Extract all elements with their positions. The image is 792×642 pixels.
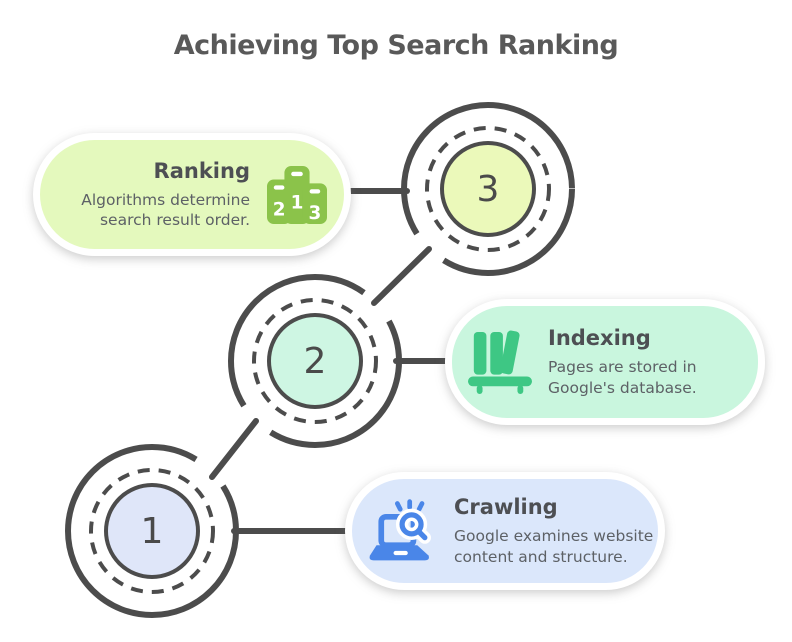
step1-number: 1 <box>140 510 164 552</box>
step1-inner-circle <box>104 483 200 579</box>
card-indexing: Indexing Pages are stored in Google's da… <box>445 299 765 425</box>
connector-lines <box>209 188 451 534</box>
card-crawling: Crawling Google examines website content… <box>345 472 665 590</box>
step3-number: 3 <box>476 168 500 210</box>
crawling-card-title: Crawling <box>454 495 558 520</box>
indexing-card-title: Indexing <box>548 326 651 351</box>
connector-circle3-to-circle2 <box>371 246 432 306</box>
step2-dashed-ring <box>252 298 378 424</box>
step2-inner-circle <box>267 313 363 409</box>
step2-number: 2 <box>303 340 327 382</box>
laptop-search-icon <box>368 499 440 563</box>
step-ring-2 <box>228 274 402 448</box>
step3-inner-circle <box>440 141 536 237</box>
bookshelf-icon <box>468 328 532 396</box>
step3-outer-ring <box>401 102 575 276</box>
card-ranking: Ranking Algorithms determine search resu… <box>33 133 351 256</box>
step-ring-3 <box>401 102 575 276</box>
indexing-card-description: Pages are stored in Google's database. <box>548 358 697 397</box>
svg-text:1: 1 <box>291 192 304 213</box>
step1-outer-ring <box>65 444 239 618</box>
step1-dashed-ring <box>89 468 215 594</box>
step3-dashed-ring <box>425 126 551 252</box>
podium-icon: 2 1 3 <box>266 165 328 225</box>
page-title: Achieving Top Search Ranking <box>173 30 619 61</box>
step2-outer-ring <box>228 274 402 448</box>
ranking-card-description: Algorithms determine search result order… <box>81 190 250 229</box>
svg-text:2: 2 <box>273 199 286 220</box>
connector-circle2-to-circle1 <box>209 418 259 480</box>
ranking-card-title: Ranking <box>153 158 250 183</box>
crawling-card-description: Google examines website content and stru… <box>454 527 654 566</box>
svg-text:3: 3 <box>309 203 322 224</box>
step-ring-1 <box>65 444 239 618</box>
